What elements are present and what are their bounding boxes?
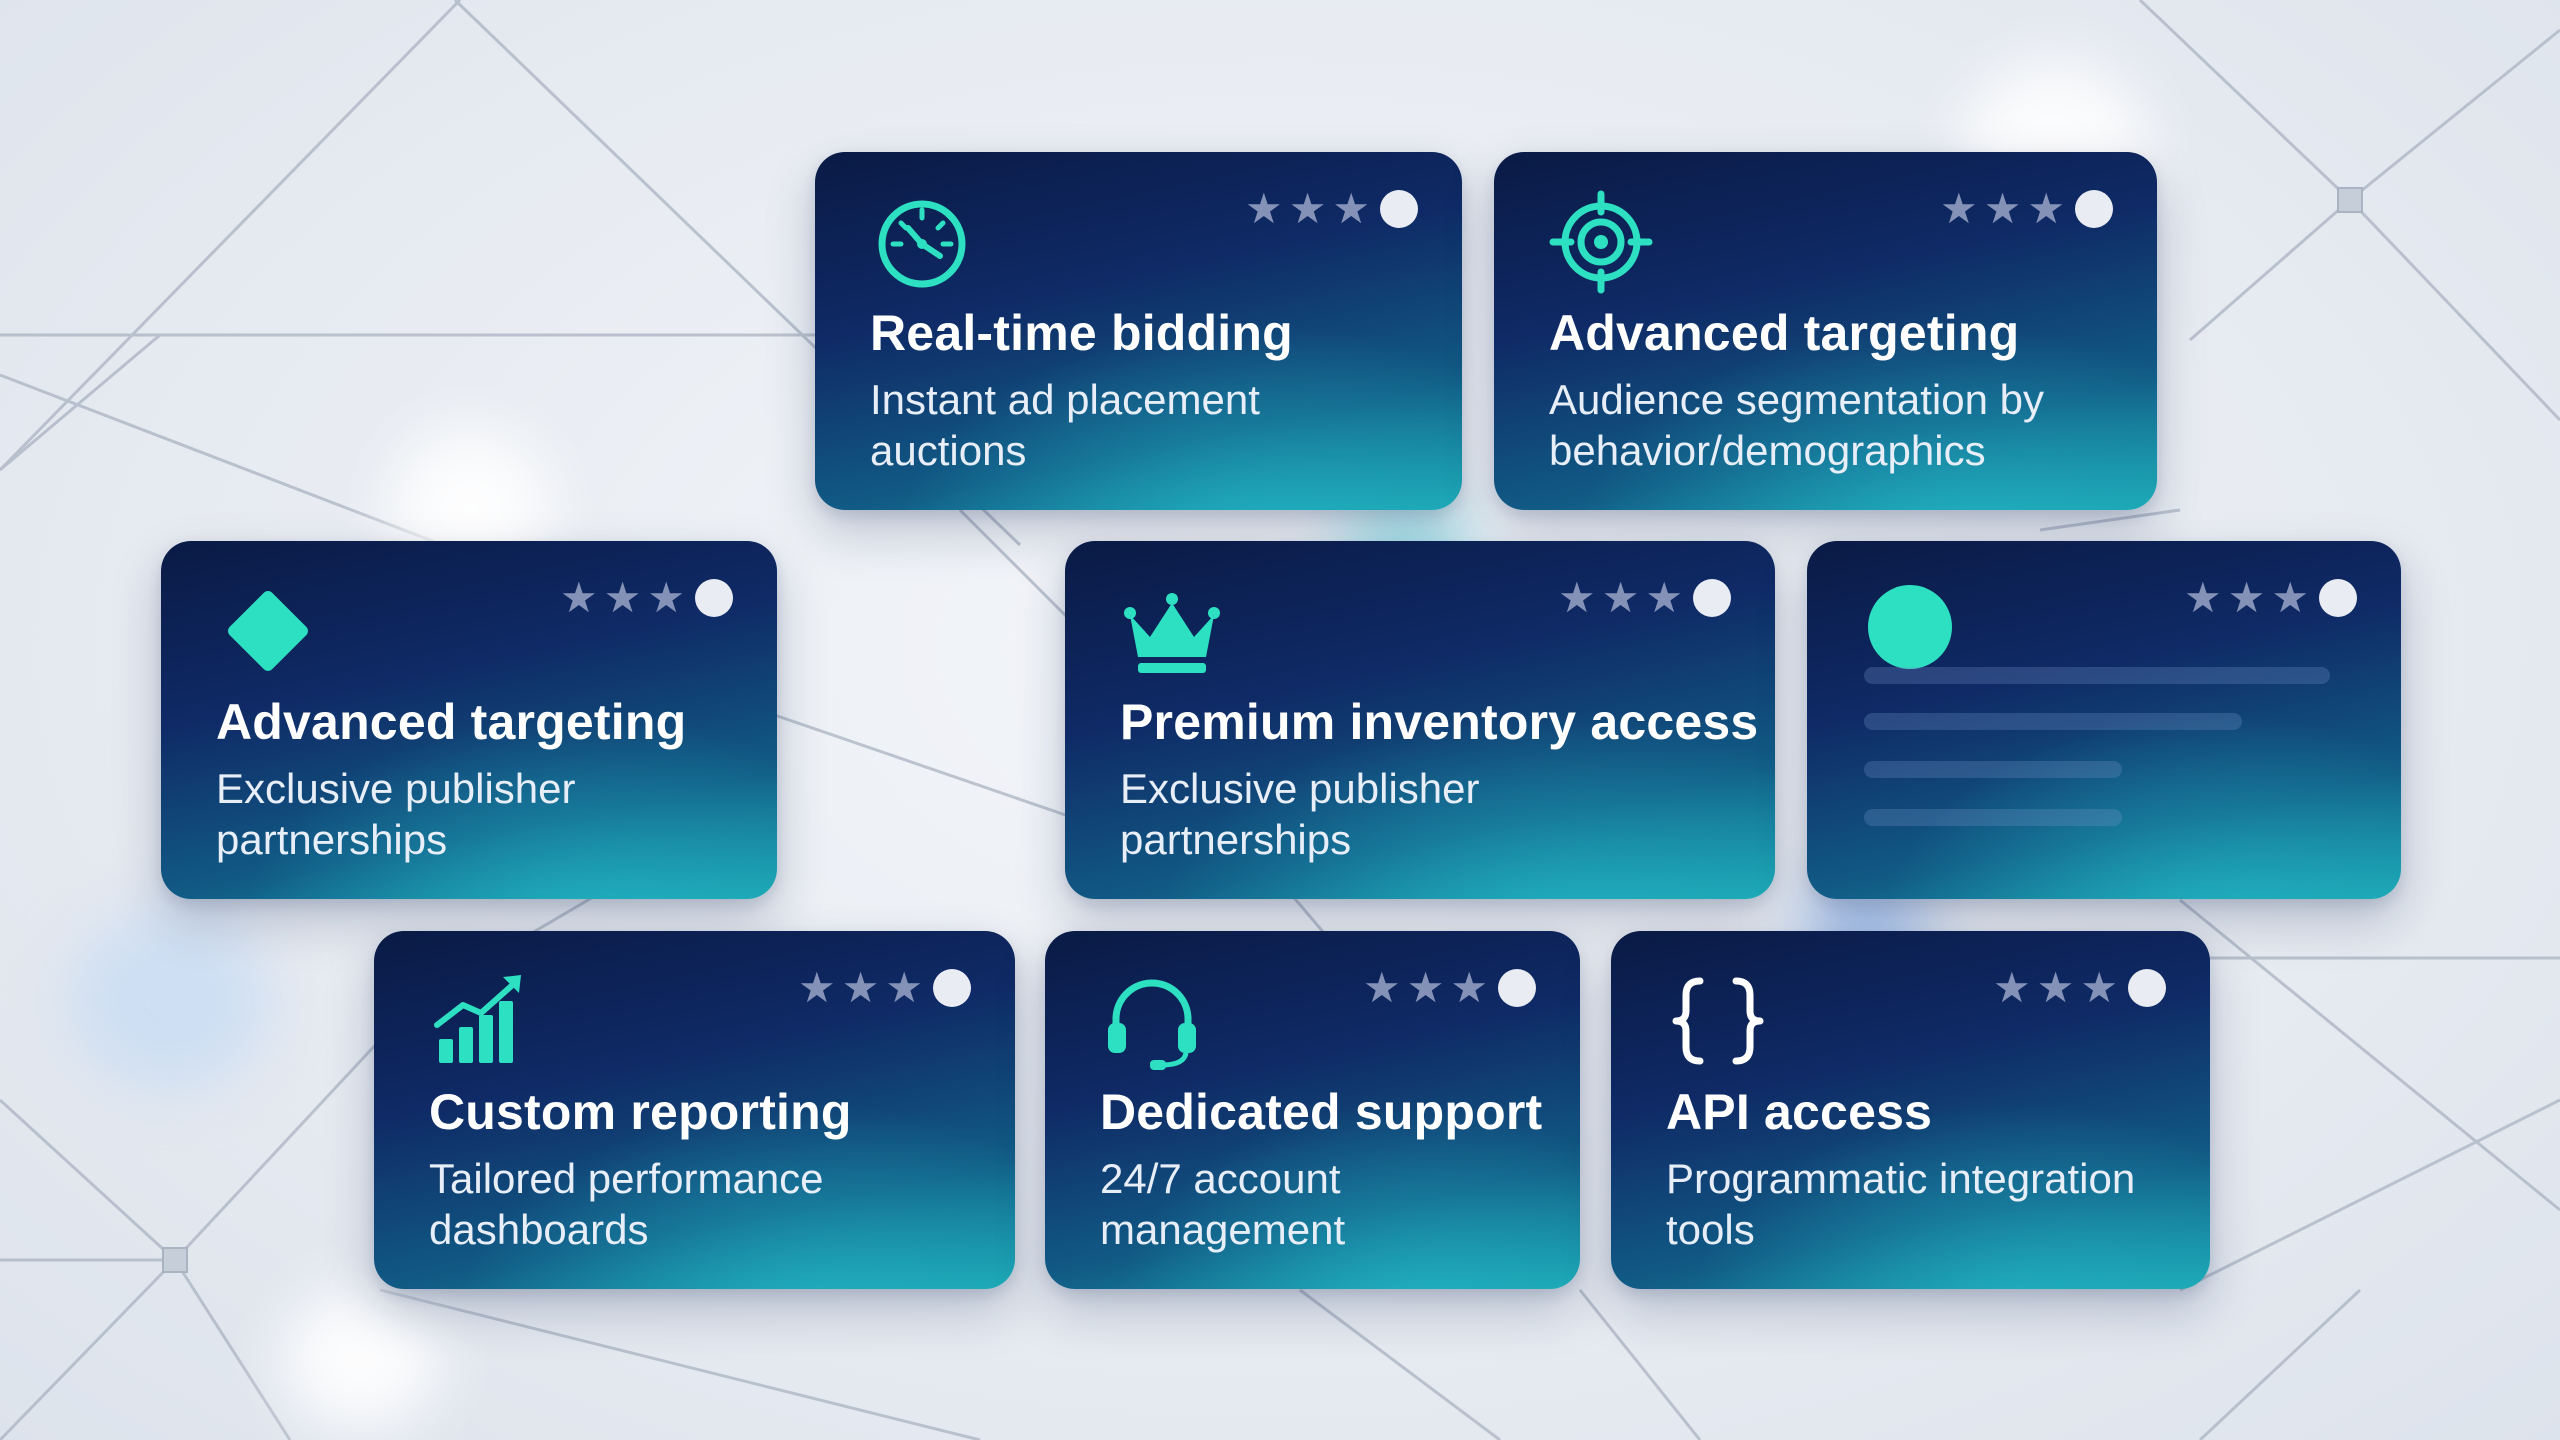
card-description: 24/7 account management bbox=[1100, 1155, 1346, 1253]
card-title: Custom reporting bbox=[429, 1084, 852, 1140]
card-title: Dedicated support bbox=[1100, 1084, 1543, 1140]
card-title: Advanced targeting bbox=[216, 694, 687, 750]
card-description: Tailored performance dashboards bbox=[429, 1155, 824, 1253]
feature-card-advanced-targeting-exclusive[interactable]: ★ ★ ★ Advanced targeting Exclusive publi… bbox=[161, 541, 777, 899]
feature-card-custom-reporting[interactable]: ★ ★ ★ Custom reporting Tailored performa… bbox=[374, 931, 1015, 1289]
star-icon: ★ bbox=[2080, 963, 2118, 1012]
speedometer-icon bbox=[870, 190, 974, 294]
card-description: Audience segmentation by behavior/demogr… bbox=[1549, 376, 2044, 474]
star-icon: ★ bbox=[1601, 573, 1640, 622]
star-icon: ★ bbox=[1288, 184, 1327, 233]
star-icon: ★ bbox=[2027, 184, 2065, 233]
card-title: Advanced targeting bbox=[1549, 305, 2020, 361]
feature-card-advanced-targeting[interactable]: ★ ★ ★ Advanced targeting Audience segmen… bbox=[1494, 152, 2157, 510]
rating-indicator: ★ ★ ★ bbox=[2184, 577, 2357, 619]
star-icon: ★ bbox=[1993, 963, 2031, 1012]
feature-card-dedicated-support[interactable]: ★ ★ ★ Dedicated support 24/7 account man… bbox=[1045, 931, 1580, 1289]
star-icon: ★ bbox=[798, 963, 836, 1012]
rating-indicator: ★ ★ ★ bbox=[560, 577, 733, 619]
star-icon: ★ bbox=[1363, 963, 1401, 1012]
star-icon: ★ bbox=[841, 963, 880, 1012]
skeleton-line bbox=[1864, 713, 2242, 730]
star-icon: ★ bbox=[1332, 184, 1370, 233]
rating-indicator: ★ ★ ★ bbox=[798, 967, 971, 1009]
target-icon bbox=[1549, 190, 1653, 294]
rating-indicator: ★ ★ ★ bbox=[1363, 967, 1536, 1009]
rating-dot-icon bbox=[2075, 190, 2113, 228]
skeleton-line bbox=[1864, 761, 2122, 778]
star-icon: ★ bbox=[2271, 573, 2309, 622]
crown-icon bbox=[1120, 579, 1224, 683]
star-icon: ★ bbox=[647, 573, 685, 622]
rating-dot-icon bbox=[1380, 190, 1418, 228]
feature-card-api-access[interactable]: ★ ★ ★ API access Programmatic integratio… bbox=[1611, 931, 2210, 1289]
card-description: Instant ad placement auctions bbox=[870, 376, 1260, 474]
feature-card-real-time-bidding[interactable]: ★ ★ ★ Real-time bidding Instant ad place… bbox=[815, 152, 1462, 510]
star-icon: ★ bbox=[1450, 963, 1488, 1012]
rating-dot-icon bbox=[933, 969, 971, 1007]
rating-dot-icon bbox=[2128, 969, 2166, 1007]
star-icon: ★ bbox=[2036, 963, 2075, 1012]
card-title: Premium inventory access bbox=[1120, 694, 1759, 750]
star-icon: ★ bbox=[1406, 963, 1445, 1012]
feature-card-placeholder[interactable]: ★ ★ ★ bbox=[1807, 541, 2401, 899]
rating-indicator: ★ ★ ★ bbox=[1245, 188, 1418, 230]
rating-indicator: ★ ★ ★ bbox=[1558, 577, 1731, 619]
growth-chart-icon bbox=[429, 969, 533, 1073]
star-icon: ★ bbox=[1983, 184, 2022, 233]
card-description: Exclusive publisher partnerships bbox=[216, 765, 576, 863]
star-icon: ★ bbox=[1558, 573, 1596, 622]
rating-dot-icon bbox=[695, 579, 733, 617]
card-description: Programmatic integration tools bbox=[1666, 1155, 2136, 1253]
star-icon: ★ bbox=[1245, 184, 1283, 233]
feature-card-premium-inventory-access[interactable]: ★ ★ ★ Premium inventory access Exclusive… bbox=[1065, 541, 1775, 899]
rating-dot-icon bbox=[1498, 969, 1536, 1007]
rating-dot-icon bbox=[2319, 579, 2357, 617]
card-title: Real-time bidding bbox=[870, 305, 1293, 361]
rating-indicator: ★ ★ ★ bbox=[1940, 188, 2113, 230]
star-icon: ★ bbox=[1645, 573, 1683, 622]
rating-dot-icon bbox=[1693, 579, 1731, 617]
circle-icon bbox=[1862, 579, 1966, 683]
headset-icon bbox=[1100, 969, 1204, 1073]
star-icon: ★ bbox=[1940, 184, 1978, 233]
skeleton-line bbox=[1864, 667, 2330, 684]
star-icon: ★ bbox=[2184, 573, 2222, 622]
skeleton-line bbox=[1864, 809, 2122, 826]
card-title: API access bbox=[1666, 1084, 1933, 1140]
card-description: Exclusive publisher partnerships bbox=[1120, 765, 1480, 863]
star-icon: ★ bbox=[560, 573, 598, 622]
star-icon: ★ bbox=[2227, 573, 2266, 622]
star-icon: ★ bbox=[885, 963, 923, 1012]
rating-indicator: ★ ★ ★ bbox=[1993, 967, 2166, 1009]
code-braces-icon bbox=[1666, 969, 1770, 1073]
star-icon: ★ bbox=[603, 573, 642, 622]
diamond-icon bbox=[216, 579, 320, 683]
